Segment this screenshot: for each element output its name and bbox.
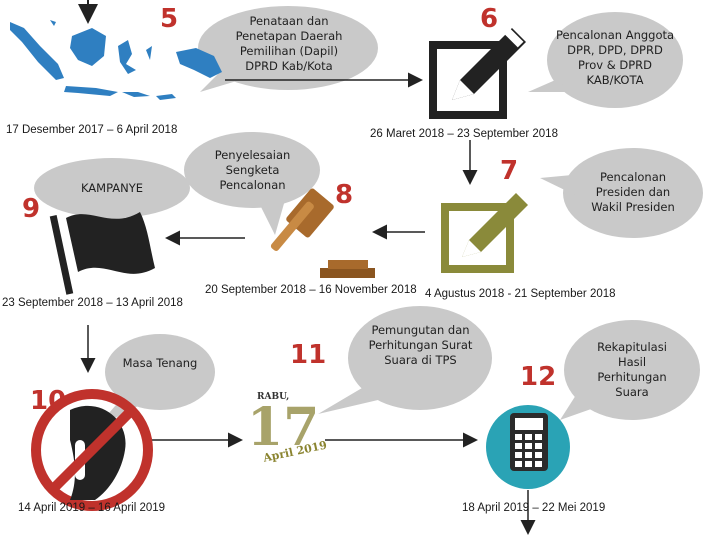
step-5-text: Penataan dan Penetapan Daerah Pemilihan … — [235, 14, 343, 73]
step-10-text: Masa Tenang — [122, 356, 198, 370]
step-7-date: 4 Agustus 2018 - 21 September 2018 — [425, 288, 616, 300]
bubble-step-6 — [528, 12, 683, 108]
step-12-date: 18 April 2019 – 22 Mei 2019 — [462, 502, 606, 514]
step-8-text: Penyelesaian Sengketa Pencalonan — [214, 148, 291, 192]
calculator-icon — [486, 405, 570, 489]
step-11-number: 11 — [290, 340, 327, 370]
step-8-date: 20 September 2018 – 16 November 2018 — [205, 284, 417, 296]
step-12-text: Rekapitulasi Hasil Perhitungan Suara — [597, 340, 667, 399]
step-7-number: 7 — [500, 156, 519, 186]
indonesia-map-icon — [10, 20, 222, 100]
bubble-step-8 — [184, 132, 320, 235]
step-7-text: Pencalonan Presiden dan Wakil Presiden — [591, 170, 675, 214]
step-11-text: Pemungutan dan Perhitungan Surat Suara d… — [368, 323, 473, 367]
bubble-step-11 — [318, 306, 492, 414]
step-6-text: Pencalonan Anggota DPR, DPD, DPRD Prov &… — [555, 28, 675, 87]
step-8-number: 8 — [335, 180, 354, 210]
step-6-number: 6 — [480, 4, 499, 34]
bubble-step-5 — [198, 6, 378, 92]
bubble-step-12 — [560, 320, 700, 420]
edit-document-icon-step-6 — [429, 20, 526, 119]
step-5-number: 5 — [160, 4, 179, 34]
step-6-date: 26 Maret 2018 – 23 September 2018 — [370, 128, 558, 140]
step-10-number: 10 — [30, 386, 67, 416]
silence-sign-icon — [31, 389, 153, 511]
bubble-step-10 — [96, 334, 215, 428]
step-5-date: 17 Desember 2017 – 6 April 2018 — [6, 124, 178, 136]
step-9-text: KAMPANYE — [80, 181, 144, 195]
calendar-day: 17 — [247, 397, 320, 458]
gavel-icon — [270, 188, 375, 278]
step-12-number: 12 — [520, 362, 557, 392]
step-9-number: 9 — [22, 194, 41, 224]
step-10-date: 14 April 2019 – 16 April 2019 — [18, 502, 166, 514]
calendar-day-name: RABU, — [257, 392, 290, 402]
bubble-step-7 — [540, 148, 703, 238]
step-9-date: 23 September 2018 – 13 April 2018 — [2, 297, 183, 309]
flag-icon — [49, 212, 155, 295]
edit-document-icon-step-7 — [441, 193, 528, 273]
